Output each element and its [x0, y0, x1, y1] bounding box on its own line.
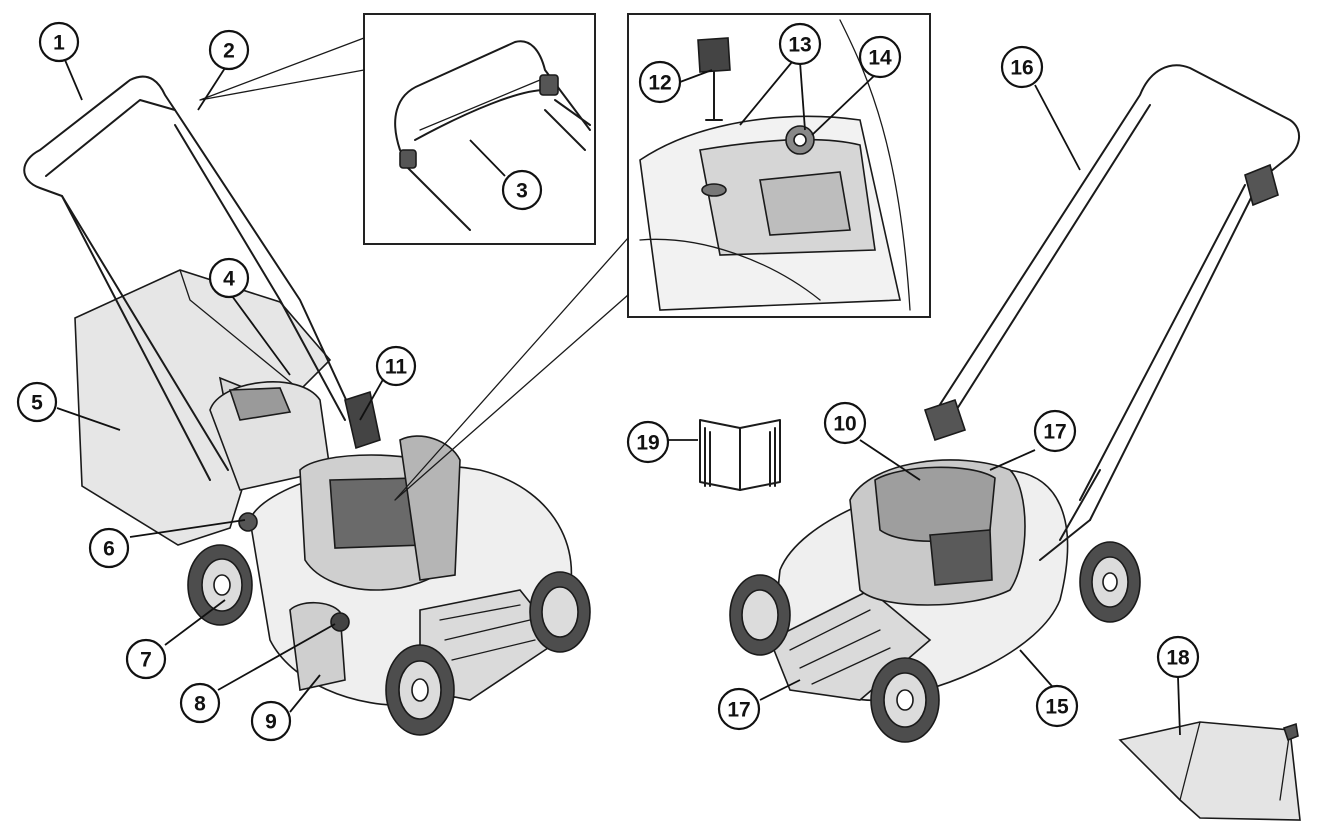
callout-13-number: 13	[788, 34, 811, 57]
callout-4: 4	[208, 257, 250, 299]
callout-14-number: 14	[868, 47, 892, 70]
callout-9-number: 9	[265, 711, 277, 734]
open-book-icon	[699, 419, 781, 491]
callout-10: 10	[823, 401, 867, 445]
leader-lines	[56, 59, 1181, 736]
mulching-plug-illustration	[1118, 721, 1301, 821]
callout-12: 12	[638, 60, 682, 104]
callout-18: 18	[1156, 635, 1200, 679]
callout-8-number: 8	[194, 693, 206, 716]
callout-17-bottom: 17	[717, 687, 761, 731]
callout-7-number: 7	[140, 649, 152, 672]
callout-5-number: 5	[31, 392, 43, 415]
callout-17-bottom-number: 17	[727, 699, 750, 722]
callout-7: 7	[125, 638, 167, 680]
callout-16-number: 16	[1010, 57, 1033, 80]
callout-11: 11	[375, 345, 417, 387]
left-mower-front-wheel-2	[529, 571, 591, 653]
callout-14: 14	[858, 35, 902, 79]
inset-handle-detail	[363, 13, 596, 245]
callout-6: 6	[88, 527, 130, 569]
callout-17-top: 17	[1033, 409, 1077, 453]
callout-2: 2	[208, 29, 250, 71]
callout-5: 5	[16, 381, 58, 423]
callout-8: 8	[179, 682, 221, 724]
callout-19: 19	[626, 420, 670, 464]
handle-frame	[23, 75, 361, 481]
callout-19-number: 19	[636, 432, 659, 455]
callout-10-number: 10	[833, 413, 856, 436]
left-mower-illustration	[23, 75, 591, 736]
inset-2-zoom-lines	[394, 237, 629, 501]
inset-battery-detail	[627, 13, 931, 318]
callout-3-number: 3	[516, 180, 528, 203]
callout-11-number: 11	[385, 356, 408, 379]
callout-1: 1	[38, 21, 80, 63]
callout-12-number: 12	[648, 72, 671, 95]
right-mower-wheel-front-left	[729, 574, 791, 656]
right-mower-illustration	[729, 64, 1300, 743]
left-mower-rear-wheel	[187, 544, 253, 626]
callout-4-number: 4	[223, 268, 235, 291]
callout-3: 3	[501, 169, 543, 211]
left-mower-front-wheel-1	[385, 644, 455, 736]
callout-6-number: 6	[103, 538, 115, 561]
callout-15: 15	[1035, 684, 1079, 728]
callout-16: 16	[1000, 45, 1044, 89]
callout-2-number: 2	[223, 40, 235, 63]
right-mower-wheel-front-right	[870, 657, 940, 743]
right-mower-handle	[929, 64, 1300, 521]
callout-13: 13	[778, 22, 822, 66]
inset-1-zoom-lines	[199, 37, 365, 101]
callout-1-number: 1	[53, 32, 65, 55]
callout-15-number: 15	[1045, 696, 1069, 719]
callout-17-top-number: 17	[1043, 421, 1066, 444]
right-mower-wheel-rear	[1079, 541, 1141, 623]
callout-9: 9	[250, 700, 292, 742]
callout-18-number: 18	[1166, 647, 1190, 670]
